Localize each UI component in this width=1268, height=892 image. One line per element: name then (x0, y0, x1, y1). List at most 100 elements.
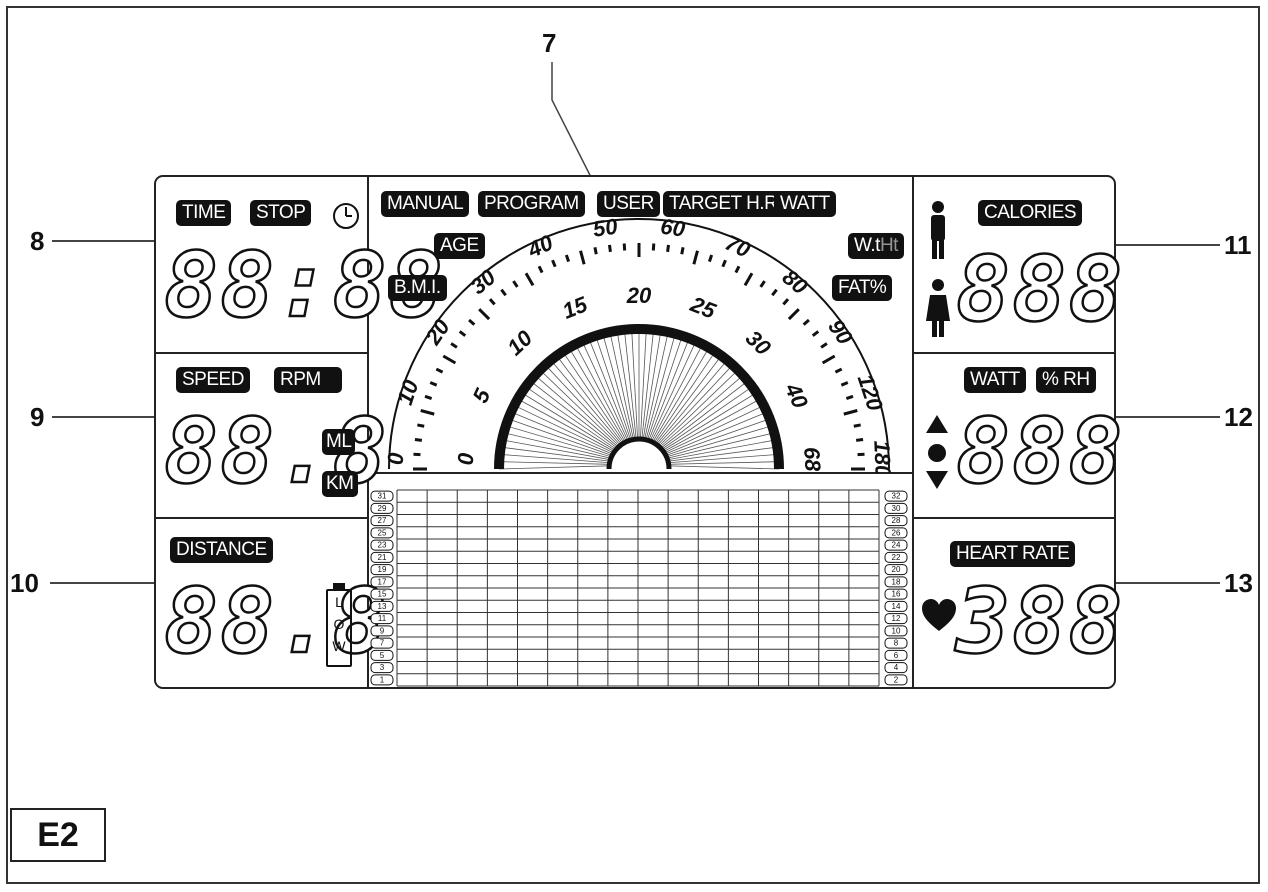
gauge-tick (414, 438, 423, 442)
grid-row-label-box (884, 588, 908, 600)
target-hr-label: TARGET H.R (663, 191, 784, 217)
figure-label: E2 (10, 808, 106, 862)
left-row-label: 3 (380, 663, 385, 672)
up-down-indicator-icon (926, 415, 948, 489)
gauge-tick (579, 250, 586, 265)
left-row-label: 13 (378, 602, 387, 611)
callout-12: 12 (1224, 402, 1253, 432)
watt-digits: 888 (955, 398, 1125, 506)
left-row-label: 7 (380, 639, 385, 648)
user-label: USER (597, 191, 660, 217)
gauge-hub (606, 436, 672, 470)
distance-digits: 88.8 (163, 568, 389, 676)
gauge-tick (771, 288, 778, 297)
left-row-label: 17 (378, 577, 387, 586)
gauge-tick (478, 308, 491, 321)
stop-label: STOP (250, 200, 312, 226)
right-row-label: 8 (894, 639, 899, 648)
left-row-label: 15 (378, 590, 387, 599)
gauge-tick (551, 259, 557, 268)
time-label: TIME (176, 200, 232, 226)
inner-scale-label: 20 (626, 283, 652, 308)
right-row-label: 6 (894, 651, 899, 660)
left-row-label: 21 (378, 553, 387, 562)
grid-row-label-box (370, 502, 394, 514)
gauge-tick (787, 308, 800, 321)
gauge-tick (593, 247, 598, 255)
grid-row-label-box (884, 662, 908, 674)
gauge-tick (680, 247, 685, 255)
watt-mode-label: WATT (774, 191, 836, 217)
inner-scale-label: 30 (741, 325, 777, 361)
right-row-label: 18 (892, 577, 901, 586)
clock-icon (333, 203, 359, 229)
age-label: AGE (434, 233, 485, 259)
gauge-tick (500, 288, 507, 297)
grid-row-label-box (370, 564, 394, 576)
callout-13: 13 (1224, 568, 1253, 598)
watt-label: WATT (964, 367, 1026, 393)
male-female-icon (926, 201, 950, 337)
heart-rate-digits: 388 (955, 568, 1125, 676)
left-row-label: 19 (378, 565, 387, 574)
callout-8: 8 (30, 226, 45, 256)
outer-scale-label: 80 (778, 264, 813, 299)
right-row-label: 32 (892, 492, 901, 501)
gauge-tick (435, 367, 444, 374)
outer-scale-label: 50 (591, 213, 619, 241)
leader-10 (50, 582, 160, 584)
callout-7: 7 (542, 28, 557, 58)
speed-label: SPEED (176, 367, 250, 393)
inner-scale-label: 0 (453, 452, 479, 466)
rpm-label: RPM (274, 367, 342, 393)
grid-row-label-box (370, 662, 394, 674)
gauge-tick (707, 254, 714, 263)
grid-row-label-box (884, 490, 908, 502)
gauge-tick (424, 394, 433, 401)
left-row-label: 27 (378, 516, 387, 525)
grid-row-label-box (884, 564, 908, 576)
distance-label: DISTANCE (170, 537, 273, 563)
grid-row-label-box (884, 551, 908, 563)
gauge-inner-arc (494, 324, 784, 470)
callout-10: 10 (10, 568, 39, 598)
gauge-tick (458, 330, 467, 337)
leader-11 (1110, 244, 1220, 246)
battery-cap (333, 583, 345, 589)
right-row-label: 24 (892, 541, 901, 550)
outer-scale-label: 20 (420, 314, 455, 350)
inner-scale-label: 25 (686, 291, 720, 324)
manual-label: MANUAL (381, 191, 470, 217)
right-row-label: 2 (894, 675, 899, 684)
right-row-label: 20 (892, 565, 901, 574)
grid-row-label-box (884, 576, 908, 588)
outer-scale-label: 0 (383, 451, 409, 465)
gauge-tick (692, 250, 699, 265)
grid-row-label-box (370, 625, 394, 637)
gauge-tick (834, 367, 843, 374)
low-letter: W (332, 638, 346, 654)
grid-row-label-box (370, 600, 394, 612)
left-row-label: 31 (378, 492, 387, 501)
outer-scale-label: 120 (853, 371, 889, 414)
grid-row-label-box (370, 576, 394, 588)
grid-row-label-box (370, 637, 394, 649)
right-row-label: 16 (892, 590, 901, 599)
leader-9 (52, 416, 160, 418)
bmi-label: B.M.I. (388, 275, 447, 301)
callout-11: 11 (1224, 230, 1252, 260)
program-label: PROGRAM (478, 191, 585, 217)
rh-label: % RH (1036, 367, 1096, 393)
grid-row-label-box (884, 674, 908, 686)
gauge-tick (843, 409, 858, 416)
grid-row-label-box (884, 649, 908, 661)
gauge-tick (442, 354, 457, 365)
right-row-label: 4 (894, 663, 899, 672)
left-row-label: 5 (380, 651, 385, 660)
left-row-label: 11 (378, 614, 387, 623)
grid-row-label-box (884, 539, 908, 551)
gauge-tick (666, 244, 670, 253)
battery-low-indicator: L O W (326, 589, 352, 667)
grid-row-label-box (884, 527, 908, 539)
